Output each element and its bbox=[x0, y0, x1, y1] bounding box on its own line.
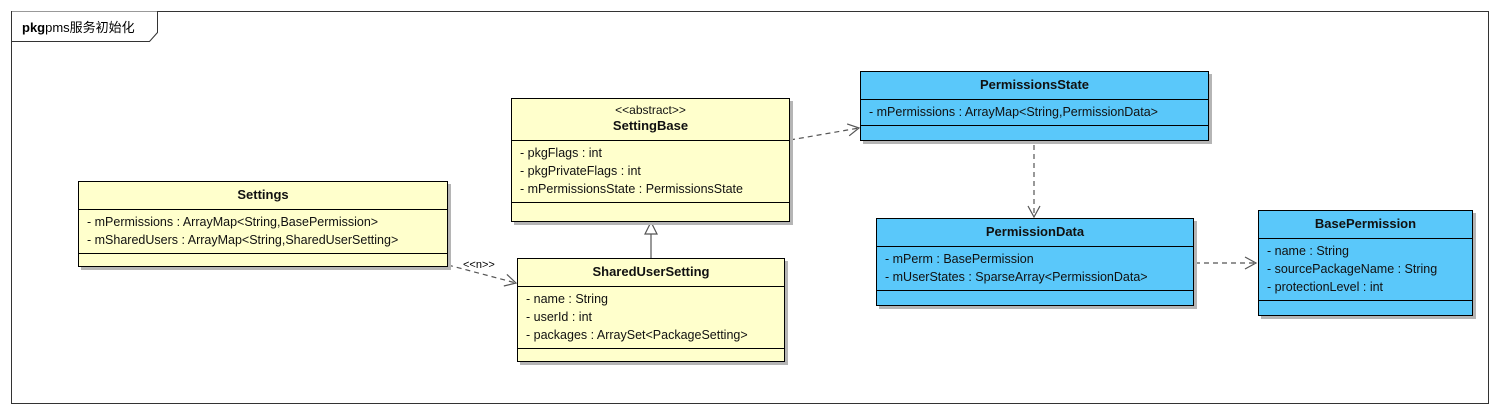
class-header: BasePermission bbox=[1259, 211, 1472, 239]
operation-compartment bbox=[877, 291, 1193, 300]
class-base-permission[interactable]: BasePermission - name : String - sourceP… bbox=[1258, 210, 1473, 316]
operation-compartment bbox=[79, 254, 447, 263]
package-name: pms服务初始化 bbox=[45, 20, 135, 35]
attribute: - mPermissions : ArrayMap<String,BasePer… bbox=[87, 215, 379, 229]
class-name: PermissionsState bbox=[979, 77, 1090, 92]
class-header: SharedUserSetting bbox=[518, 259, 784, 287]
attribute: - pkgFlags : int bbox=[520, 146, 602, 160]
attribute: - pkgPrivateFlags : int bbox=[520, 164, 641, 178]
attribute: - mSharedUsers : ArrayMap<String,SharedU… bbox=[87, 233, 399, 247]
class-shared-user-setting[interactable]: SharedUserSetting - name : String - user… bbox=[517, 258, 785, 362]
attribute-compartment: - mPermissions : ArrayMap<String,Permiss… bbox=[861, 100, 1208, 126]
attribute-compartment: - mPerm : BasePermission - mUserStates :… bbox=[877, 247, 1193, 291]
class-header: PermissionsState bbox=[861, 72, 1208, 100]
class-permission-data[interactable]: PermissionData - mPerm : BasePermission … bbox=[876, 218, 1194, 306]
class-name: PermissionData bbox=[985, 224, 1085, 239]
operation-compartment bbox=[518, 349, 784, 358]
package-keyword: pkg bbox=[22, 20, 46, 35]
multiplicity-label: <<n>> bbox=[463, 259, 495, 271]
dependency-settings-to-shareduser bbox=[447, 264, 518, 287]
attribute-compartment: - name : String - sourcePackageName : St… bbox=[1259, 239, 1472, 301]
generalization-triangle bbox=[644, 220, 658, 235]
operation-compartment bbox=[512, 203, 789, 212]
class-header: PermissionData bbox=[877, 219, 1193, 247]
class-name: Settings bbox=[237, 187, 289, 202]
operation-compartment bbox=[1259, 301, 1472, 310]
attribute: - name : String bbox=[526, 292, 608, 306]
attribute: - userId : int bbox=[526, 310, 592, 324]
attribute: - mPermissionsState : PermissionsState bbox=[520, 182, 743, 196]
class-header: Settings bbox=[79, 182, 447, 210]
class-stereotype: <<abstract>> bbox=[615, 103, 686, 117]
package-frame bbox=[11, 11, 1489, 404]
attribute: - packages : ArraySet<PackageSetting> bbox=[526, 328, 748, 342]
class-settings[interactable]: Settings - mPermissions : ArrayMap<Strin… bbox=[78, 181, 448, 267]
attribute: - mUserStates : SparseArray<PermissionDa… bbox=[885, 270, 1148, 284]
attribute: - mPerm : BasePermission bbox=[885, 252, 1034, 266]
dependency-settingbase-to-permissionsstate bbox=[789, 123, 861, 141]
class-setting-base[interactable]: <<abstract>> SettingBase - pkgFlags : in… bbox=[511, 98, 790, 222]
attribute-compartment: - name : String - userId : int - package… bbox=[518, 287, 784, 349]
class-permissions-state[interactable]: PermissionsState - mPermissions : ArrayM… bbox=[860, 71, 1209, 141]
operation-compartment bbox=[861, 126, 1208, 135]
class-name: SettingBase bbox=[612, 118, 689, 133]
attribute: - sourcePackageName : String bbox=[1267, 262, 1438, 276]
attribute: - mPermissions : ArrayMap<String,Permiss… bbox=[869, 105, 1158, 119]
attribute-compartment: - pkgFlags : int - pkgPrivateFlags : int… bbox=[512, 141, 789, 203]
attribute-compartment: - mPermissions : ArrayMap<String,BasePer… bbox=[79, 210, 447, 254]
attribute: - protectionLevel : int bbox=[1267, 280, 1384, 294]
class-header: <<abstract>> SettingBase bbox=[512, 99, 789, 141]
attribute: - name : String bbox=[1267, 244, 1349, 258]
package-title: pkgpms服务初始化 bbox=[22, 17, 135, 36]
class-name: BasePermission bbox=[1314, 216, 1417, 231]
package-tab bbox=[11, 11, 158, 42]
class-name: SharedUserSetting bbox=[592, 264, 710, 279]
